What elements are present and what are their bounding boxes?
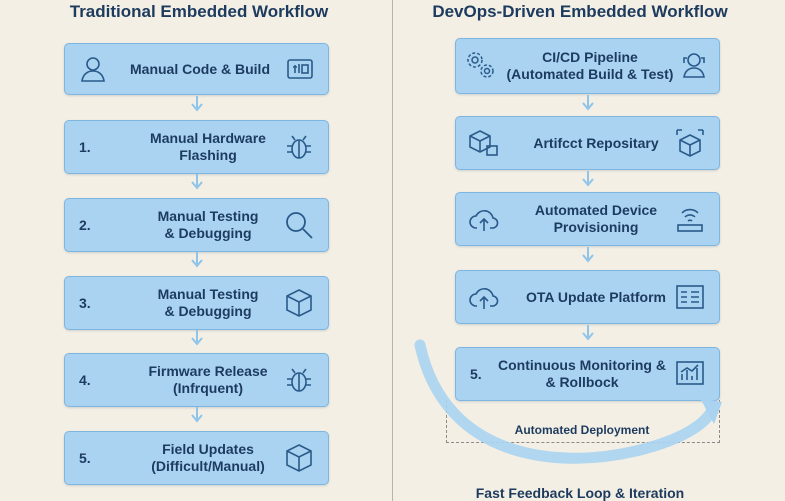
left-step-code-build: Manual Code & Build	[64, 43, 329, 95]
package-icon	[674, 127, 706, 159]
cloud-upload-icon	[468, 203, 500, 235]
step-label: Artifcct Repositary	[533, 135, 659, 151]
flow-arrow	[190, 330, 204, 346]
right-column-title: DevOps-Driven Embedded Workflow	[432, 2, 728, 21]
robot-icon	[678, 49, 710, 81]
flow-arrow	[581, 95, 595, 111]
step-number: 2.	[79, 217, 91, 233]
step-number: 5.	[470, 366, 482, 382]
flow-arrow	[190, 407, 204, 423]
bug-icon	[283, 364, 315, 396]
usb-drive-icon	[284, 53, 316, 85]
step-number: 3.	[79, 295, 91, 311]
flow-arrow	[581, 325, 595, 341]
box-icon	[283, 287, 315, 319]
left-step-3: 3. Manual Testing & Debugging	[64, 276, 329, 330]
left-column-title: Traditional Embedded Workflow	[69, 2, 329, 21]
deployment-label: Automated Deployment	[514, 423, 650, 437]
cloud-upload-icon	[468, 281, 500, 313]
left-step-1: 1. Manual Hardware Flashing	[64, 120, 329, 174]
gears-icon	[464, 49, 496, 81]
step-label: Field Updates (Difficult/Manual)	[151, 441, 265, 474]
right-step-artifact-repository: Artifcct Repositary	[455, 116, 720, 170]
step-label: Manual Code & Build	[130, 61, 270, 77]
flow-arrow	[190, 96, 204, 112]
magnifier-icon	[283, 209, 315, 241]
step-label: Manual Testing & Debugging	[157, 208, 259, 241]
wifi-device-icon	[674, 203, 706, 235]
flow-arrow	[581, 171, 595, 187]
person-icon	[77, 53, 109, 85]
step-label: CI/CD Pipeline (Automated Build & Test)	[506, 49, 674, 82]
bug-icon	[283, 131, 315, 163]
flow-arrow	[190, 252, 204, 268]
flow-arrow	[581, 247, 595, 263]
step-label: Manual Testing & Debugging	[157, 286, 259, 319]
step-number: 4.	[79, 372, 91, 388]
step-label: OTA Update Platform	[525, 289, 666, 305]
right-step-provisioning: Automated Device Provisioning	[455, 192, 720, 246]
dashboard-icon	[674, 281, 706, 313]
feedback-loop-label: Fast Feedback Loop & Iteration	[475, 485, 685, 501]
flow-arrow	[190, 174, 204, 190]
step-label: Automated Device Provisioning	[534, 202, 658, 235]
step-label: Continuous Monitoring & & Rollbock	[498, 357, 666, 390]
box-icon	[283, 442, 315, 474]
left-step-4: 4. Firmware Release (Infrquent)	[64, 353, 329, 407]
column-divider	[392, 0, 393, 501]
right-step-cicd: CI/CD Pipeline (Automated Build & Test)	[455, 38, 720, 94]
boxes-icon	[468, 127, 500, 159]
step-number: 5.	[79, 450, 91, 466]
left-step-2: 2. Manual Testing & Debugging	[64, 198, 329, 252]
right-step-5: 5. Continuous Monitoring & & Rollbock	[455, 347, 720, 401]
left-step-5: 5. Field Updates (Difficult/Manual)	[64, 431, 329, 485]
step-label: Firmware Release (Infrquent)	[148, 363, 268, 396]
chart-icon	[674, 358, 706, 390]
step-number: 1.	[79, 139, 91, 155]
step-label: Manual Hardware Flashing	[150, 130, 266, 163]
right-step-ota: OTA Update Platform	[455, 270, 720, 324]
